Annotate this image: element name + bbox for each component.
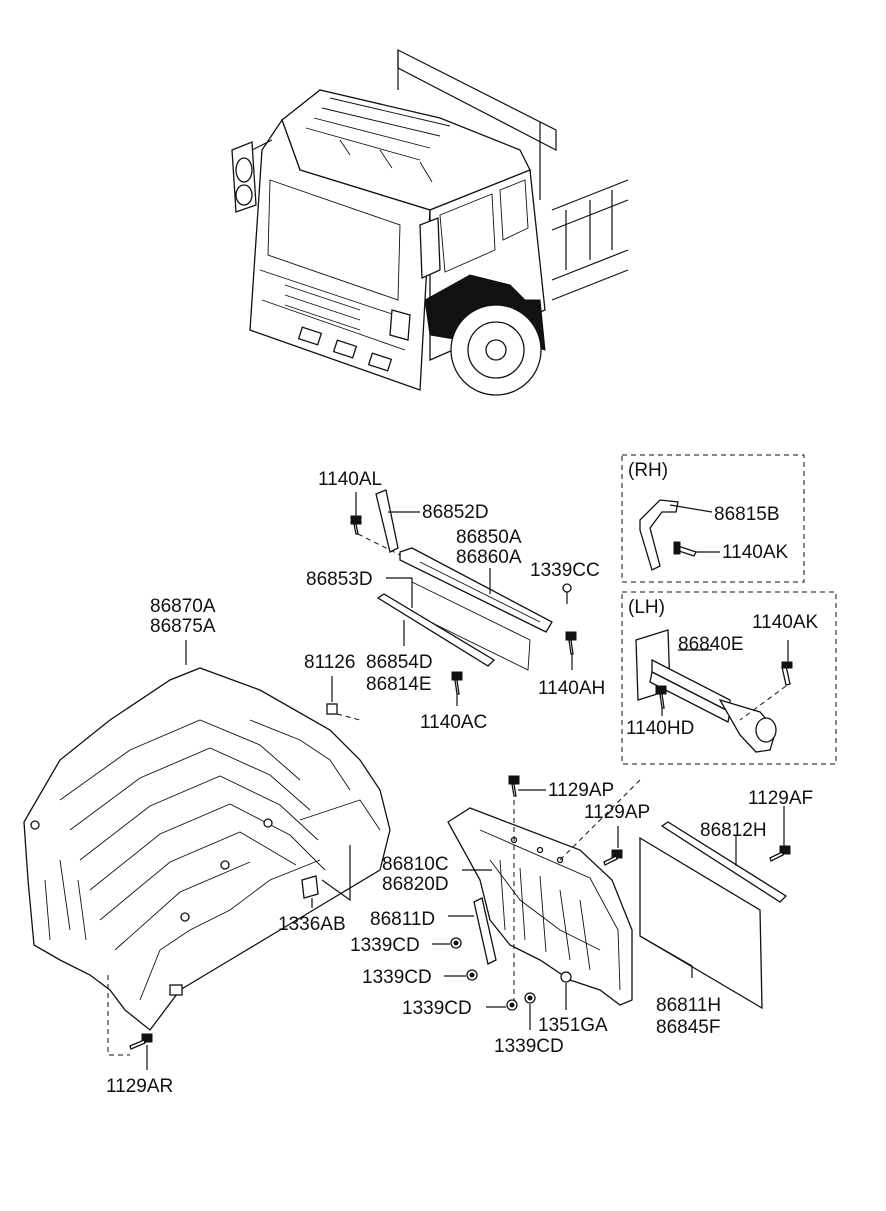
label-1336AB: 1336AB	[278, 914, 346, 935]
label-1140AL: 1140AL	[318, 469, 382, 490]
rh-group: (RH) 86815B 1140AK	[621, 454, 805, 583]
bolt-icon	[769, 845, 791, 862]
truck-illustration	[231, 49, 629, 396]
bolt-icon	[129, 1033, 153, 1050]
label-86815B: 86815B	[714, 504, 780, 525]
label-86850A: 86850A	[456, 527, 522, 548]
label-86811D: 86811D	[370, 909, 435, 930]
label-86845F: 86845F	[656, 1017, 720, 1038]
label-86853D: 86853D	[306, 569, 373, 590]
label-86875A: 86875A	[150, 616, 216, 637]
group-label-lh: (LH)	[628, 597, 665, 618]
label-86870A: 86870A	[150, 596, 216, 617]
label-1339CD-a: 1339CD	[350, 935, 420, 956]
label-1140AC: 1140AC	[420, 712, 487, 733]
bolt-icon	[655, 685, 667, 709]
label-86840E: 86840E	[678, 634, 744, 655]
washer-icon	[560, 971, 572, 983]
bolt-icon	[350, 515, 362, 535]
label-1140AK-lh: 1140AK	[752, 612, 819, 633]
label-86820D: 86820D	[382, 874, 449, 895]
label-1351GA: 1351GA	[538, 1015, 608, 1036]
label-1339CC: 1339CC	[530, 560, 600, 581]
nut-icon	[506, 999, 518, 1011]
label-1339CD-c: 1339CD	[402, 998, 472, 1019]
label-1129AP-b: 1129AP	[584, 802, 650, 823]
bolt-icon	[673, 541, 697, 557]
bolt-icon	[508, 775, 520, 797]
label-86852D: 86852D	[422, 502, 489, 523]
bolt-icon	[781, 661, 793, 686]
label-86860A: 86860A	[456, 547, 522, 568]
mud-flap: 86812H 1129AF 86811H 86845F	[639, 788, 813, 1038]
bolt-1129AR: 1129AR	[106, 975, 173, 1097]
label-81126: 81126	[304, 652, 355, 673]
label-1140HD: 1140HD	[626, 718, 694, 739]
bolt-icon	[565, 631, 577, 655]
lh-group: (LH) 86840E 1140AK 1140HD	[621, 591, 837, 765]
bolt-icon	[451, 671, 463, 695]
group-label-rh: (RH)	[628, 460, 668, 481]
label-1140AK-rh: 1140AK	[722, 542, 789, 563]
label-86814E: 86814E	[366, 674, 432, 695]
label-1129AF: 1129AF	[748, 788, 813, 809]
bolt-icon	[603, 849, 623, 866]
label-86811H: 86811H	[656, 995, 721, 1016]
label-1140AH: 1140AH	[538, 678, 605, 699]
label-86854D: 86854D	[366, 652, 433, 673]
wheel-liner-rear: 86810C 86820D 86811D 1129AP 1129AP 1339C…	[350, 775, 650, 1057]
clip-81126: 81126	[304, 652, 361, 721]
label-1129AR: 1129AR	[106, 1076, 173, 1097]
nut-icon	[524, 992, 536, 1004]
label-86812H: 86812H	[700, 820, 767, 841]
label-86810C: 86810C	[382, 854, 449, 875]
clip-1336AB: 1336AB	[278, 845, 351, 935]
nut-icon	[450, 937, 462, 949]
upper-bracket-assembly: 1140AL 86852D 86850A 86860A 86853D 86854…	[306, 469, 605, 733]
wheel-liner-front: 86870A 86875A	[23, 596, 391, 1031]
label-1339CD-d: 1339CD	[494, 1036, 564, 1057]
nut-icon	[466, 969, 478, 981]
label-1339CD-b: 1339CD	[362, 967, 432, 988]
label-1129AP-a: 1129AP	[548, 780, 614, 801]
